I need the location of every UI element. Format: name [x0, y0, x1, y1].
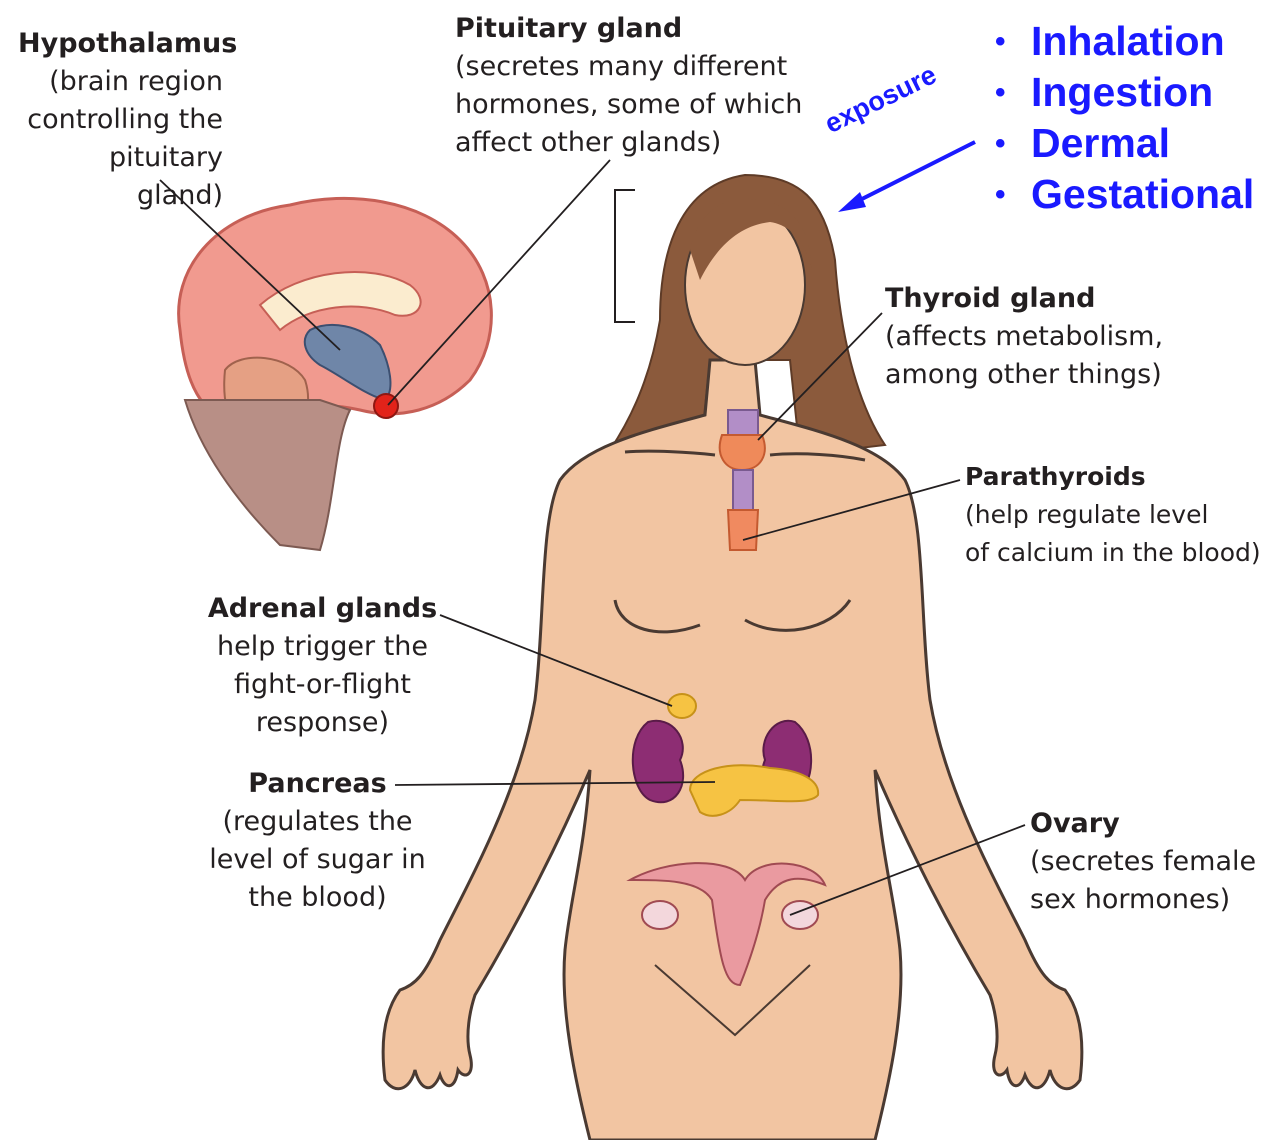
adrenal-desc-1: help trigger the: [205, 628, 440, 666]
ovary-title: Ovary: [1030, 805, 1256, 843]
route-item: •Ingestion: [995, 67, 1254, 118]
thyroid-title: Thyroid gland: [885, 280, 1163, 318]
label-hypothalamus: Hypothalamus (brain region controlling t…: [18, 25, 223, 215]
label-ovary: Ovary (secretes female sex hormones): [1030, 805, 1256, 919]
pancreas-desc-3: the blood): [205, 879, 430, 917]
pancreas-desc-1: (regulates the: [205, 803, 430, 841]
route-inhalation: Inhalation: [1031, 18, 1225, 64]
parathyroids-desc-1: (help regulate level: [965, 496, 1273, 534]
thyroid-desc-1: (affects metabolism,: [885, 318, 1163, 356]
bullet-icon: •: [995, 169, 1031, 220]
hypothalamus-desc-3: pituitary gland): [18, 139, 223, 215]
route-gestational: Gestational: [1031, 171, 1254, 217]
adrenal-organ: [668, 694, 696, 718]
parathyroids-desc-2: of calcium in the blood): [965, 534, 1273, 572]
bullet-icon: •: [995, 67, 1031, 118]
route-item: •Gestational: [995, 169, 1254, 220]
exposure-routes-list: •Inhalation •Ingestion •Dermal •Gestatio…: [995, 16, 1254, 220]
hypothalamus-title: Hypothalamus: [18, 25, 223, 63]
label-adrenal: Adrenal glands help trigger the fight-or…: [205, 590, 440, 742]
hypothalamus-desc-2: controlling the: [18, 101, 223, 139]
brainstem: [185, 400, 350, 550]
pituitary-desc-1: (secretes many different: [455, 48, 802, 86]
pituitary-desc-3: affect other glands): [455, 124, 802, 162]
hypothalamus-desc-1: (brain region: [18, 63, 223, 101]
adrenal-desc-3: response): [205, 704, 440, 742]
head-bracket: [615, 190, 635, 322]
bullet-icon: •: [995, 118, 1031, 169]
pancreas-desc-2: level of sugar in: [205, 841, 430, 879]
ovary-desc-1: (secretes female: [1030, 843, 1256, 881]
label-thyroid: Thyroid gland (affects metabolism, among…: [885, 280, 1163, 394]
ovary-desc-2: sex hormones): [1030, 881, 1256, 919]
adrenal-desc-2: fight-or-flight: [205, 666, 440, 704]
label-parathyroids: Parathyroids (help regulate level of cal…: [965, 458, 1273, 572]
pancreas-title: Pancreas: [205, 765, 430, 803]
pituitary-title: Pituitary gland: [455, 10, 802, 48]
thyroid-desc-2: among other things): [885, 356, 1163, 394]
parathyroid-organ: [728, 510, 758, 550]
parathyroids-title: Parathyroids: [965, 458, 1273, 496]
adrenal-title: Adrenal glands: [205, 590, 440, 628]
brain-illustration: [179, 198, 492, 550]
route-item: •Inhalation: [995, 16, 1254, 67]
exposure-arrow: [838, 142, 975, 212]
pituitary-desc-2: hormones, some of which: [455, 86, 802, 124]
bullet-icon: •: [995, 16, 1031, 67]
route-item: •Dermal: [995, 118, 1254, 169]
route-dermal: Dermal: [1031, 120, 1170, 166]
label-pituitary: Pituitary gland (secretes many different…: [455, 10, 802, 162]
route-ingestion: Ingestion: [1031, 69, 1213, 115]
label-pancreas: Pancreas (regulates the level of sugar i…: [205, 765, 430, 917]
